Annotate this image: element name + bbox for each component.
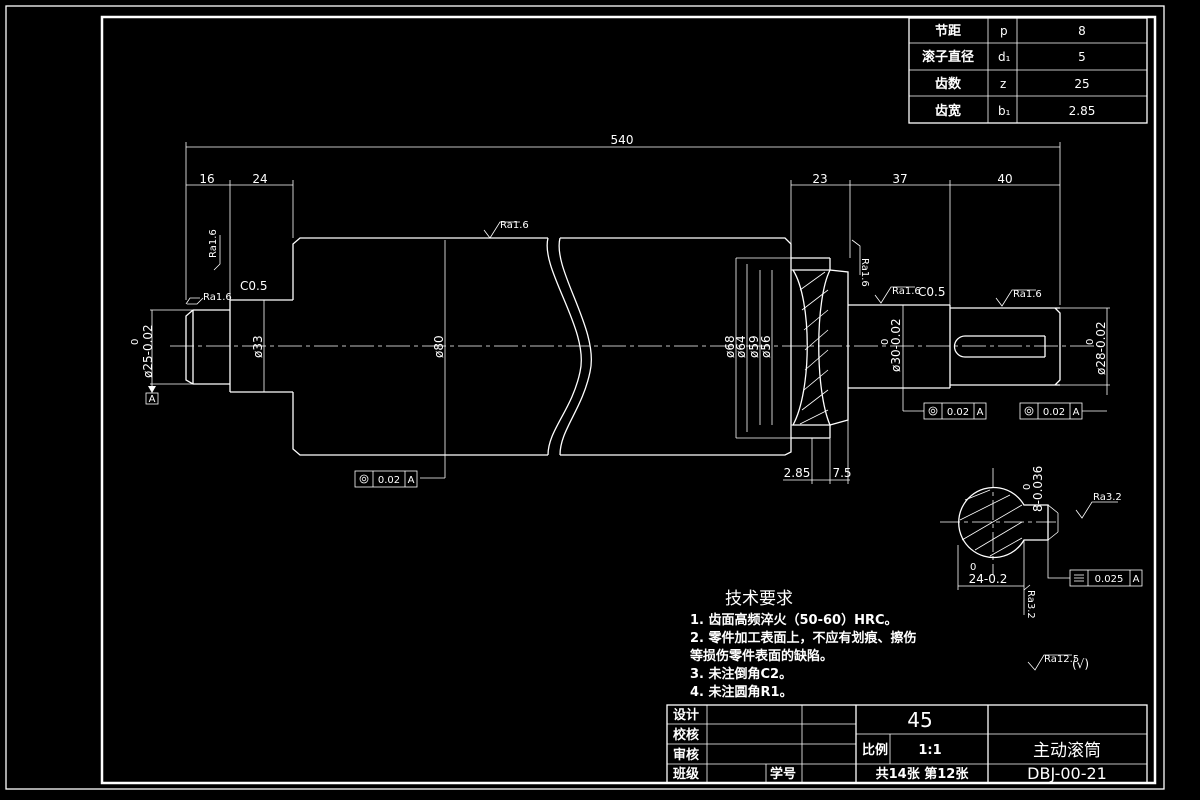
tb-sheets: 共14张 第12张 <box>876 766 970 782</box>
tol-datum: A <box>1073 407 1080 418</box>
tb-part-name: 主动滚筒 <box>1033 741 1101 761</box>
chamfer-right: C0.5 <box>918 285 945 299</box>
dim-dia59: ø59 <box>747 335 761 358</box>
dim-dia25: ø25-0.02 <box>141 324 155 378</box>
chamfer-left: C0.5 <box>240 279 267 293</box>
param-table: 节距 p 8 滚子直径 d₁ 5 齿数 z 25 齿宽 b₁ 2.85 <box>908 17 1148 124</box>
param-symbol: b₁ <box>998 104 1011 118</box>
param-label: 滚子直径 <box>922 49 974 65</box>
dim-dia56: ø56 <box>759 335 773 358</box>
tb-drawing-no: DBJ-00-21 <box>1027 764 1107 783</box>
roughness-marks: Ra1.6 Ra1.6 Ra1.6 Ra1.6 Ra1.6 Ra1.6 Ra3.… <box>185 220 1122 671</box>
dim-key-depth: 24-0.2 <box>969 572 1008 586</box>
roughness-general: Ra12.5 <box>1044 654 1079 665</box>
roughness-ra16: Ra1.6 <box>892 286 921 297</box>
tech-req-line: 1. 齿面高频淬火（50-60）HRC。 <box>690 612 898 628</box>
dim-7-5: 7.5 <box>832 466 851 480</box>
section-view: 24-0.2 0 8-0.036 0 <box>940 466 1060 590</box>
dim-40: 40 <box>997 172 1012 186</box>
title-block: 设计 校核 审核 班级 学号 45 比例 1:1 共14张 第12张 主动滚筒 … <box>666 704 1148 784</box>
tb-review: 审核 <box>673 747 699 763</box>
dimension-texts: 540 16 24 23 37 40 2.85 7.5 C0.5 C0.5 ø2… <box>130 133 1108 480</box>
roughness-ra16: Ra1.6 <box>203 292 232 303</box>
dim-dia28-tol: 0 <box>1085 339 1096 345</box>
roughness-ra16: Ra1.6 <box>1013 289 1042 300</box>
tb-scale-label: 比例 <box>862 742 888 758</box>
dim-2-85: 2.85 <box>784 466 811 480</box>
tech-req-line: 4. 未注圆角R1。 <box>690 684 793 700</box>
tol-coax: 0.02 <box>1043 407 1065 418</box>
param-symbol: d₁ <box>998 50 1011 64</box>
param-label: 齿宽 <box>935 103 961 119</box>
dim-37: 37 <box>892 172 907 186</box>
roughness-ra32: Ra3.2 <box>1093 492 1122 503</box>
tol-datum: A <box>1133 574 1140 585</box>
datum-marker: A <box>145 386 159 405</box>
tech-req-title: 技术要求 <box>725 589 793 609</box>
shaft-outline <box>185 237 1061 456</box>
dim-23: 23 <box>812 172 827 186</box>
tol-datum: A <box>408 475 415 486</box>
dim-dia33: ø33 <box>251 335 265 358</box>
roughness-ra32: Ra3.2 <box>1025 590 1036 619</box>
datum-label: A <box>149 394 156 405</box>
tb-class: 班级 <box>673 766 700 782</box>
param-value: 25 <box>1074 77 1089 91</box>
dim-dia30-tol: 0 <box>880 339 891 345</box>
dimension-lines <box>150 142 1110 484</box>
dim-overall: 540 <box>611 133 634 147</box>
tech-req-line: 等损伤零件表面的缺陷。 <box>689 648 833 664</box>
param-symbol: z <box>1000 77 1006 91</box>
tolerance-frames: 0.02 A 0.02 A 0.02 A 0.025 A <box>354 388 1143 587</box>
tol-coax: 0.02 <box>947 407 969 418</box>
dim-key-depth-tol: 0 <box>970 562 976 573</box>
tb-material: 45 <box>907 708 932 732</box>
roughness-general-mark: (√) <box>1072 657 1089 671</box>
dim-dia25-tol: 0 <box>130 339 141 345</box>
tol-sym: 0.025 <box>1095 574 1124 585</box>
roughness-ra16: Ra1.6 <box>859 258 870 287</box>
tb-scale: 1:1 <box>918 743 941 758</box>
tech-req-line: 3. 未注倒角C2。 <box>690 666 792 682</box>
tol-coax: 0.02 <box>378 475 400 486</box>
dim-24: 24 <box>252 172 267 186</box>
dim-dia64: ø64 <box>734 335 748 358</box>
inner-frame <box>100 15 1157 785</box>
tech-requirements: 技术要求 1. 齿面高频淬火（50-60）HRC。 2. 零件加工表面上，不应有… <box>689 589 917 700</box>
dim-dia28: ø28-0.02 <box>1094 321 1108 375</box>
tech-req-line: 2. 零件加工表面上，不应有划痕、擦伤 <box>690 630 917 646</box>
tb-student-no: 学号 <box>770 766 796 782</box>
dim-dia68: ø68 <box>723 335 737 358</box>
dim-dia80: ø80 <box>432 335 446 358</box>
param-label: 节距 <box>935 23 961 39</box>
dim-key-width-tol: 0 <box>1022 484 1033 490</box>
param-value: 8 <box>1078 24 1086 38</box>
hatch-pattern <box>791 269 832 426</box>
tb-check: 校核 <box>673 727 699 743</box>
tb-design: 设计 <box>673 707 699 723</box>
roughness-ra16: Ra1.6 <box>500 220 529 231</box>
param-symbol: p <box>1000 24 1008 38</box>
param-value: 2.85 <box>1069 104 1096 118</box>
tol-datum: A <box>977 407 984 418</box>
param-value: 5 <box>1078 50 1086 64</box>
roughness-ra16: Ra1.6 <box>208 229 219 258</box>
dim-16: 16 <box>199 172 214 186</box>
param-label: 齿数 <box>935 76 962 92</box>
dim-key-width: 8-0.036 <box>1031 466 1045 512</box>
outer-frame <box>5 5 1165 790</box>
dim-dia30: ø30-0.02 <box>889 318 903 372</box>
